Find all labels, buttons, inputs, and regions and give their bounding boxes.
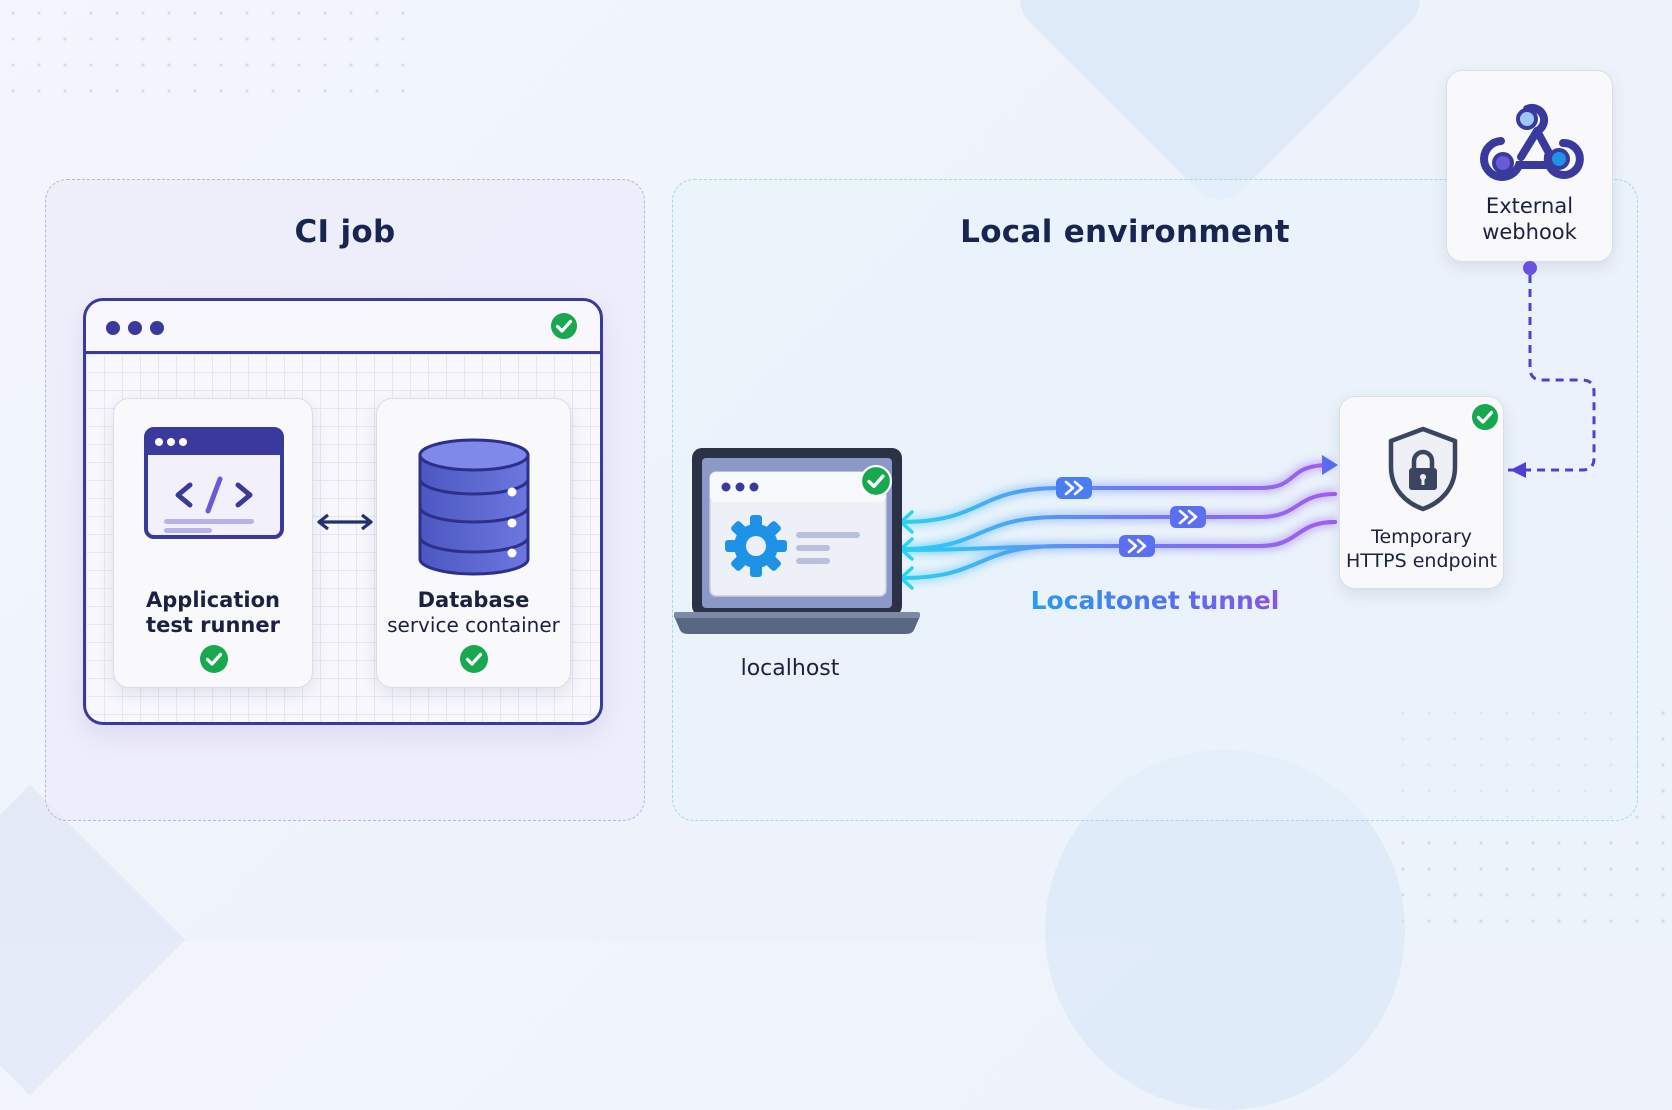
db-label-line1: Database (417, 588, 530, 612)
endpoint-label-line1: Temporary (1371, 526, 1472, 548)
database-icon (418, 438, 530, 576)
ci-window-titlebar (86, 301, 600, 354)
double-arrow-icon (317, 513, 373, 531)
webhook-connector (1508, 261, 1596, 478)
webhook-label-line2: webhook (1482, 220, 1577, 244)
check-circle-icon (549, 311, 579, 341)
window-dot (150, 321, 164, 335)
laptop-icon (674, 448, 920, 634)
webhook-label-line1: External (1485, 194, 1574, 218)
gear-icon (725, 515, 787, 577)
tunnel-label: Localtonet tunnel (1000, 586, 1310, 615)
app-test-runner-card: Application test runner (113, 398, 313, 688)
app-runner-label-line1: Application (146, 588, 280, 612)
check-circle-icon (460, 645, 488, 673)
shield-lock-icon (1388, 426, 1458, 512)
localhost-label: localhost (740, 656, 840, 681)
app-runner-label-line2: test runner (146, 613, 280, 637)
external-webhook-card: External webhook (1446, 70, 1613, 262)
tunnel-lines (899, 455, 1338, 590)
window-dot (106, 321, 120, 335)
background-dots (0, 0, 420, 110)
db-container-card: Database service container (376, 398, 571, 688)
local-environment-title: Local environment (960, 214, 1290, 250)
check-circle-icon (200, 645, 228, 673)
code-window-icon (144, 427, 284, 539)
chevron-badges (1056, 477, 1206, 557)
webhook-icon (1480, 103, 1584, 181)
check-circle-icon (860, 465, 892, 497)
db-label-line2: service container (387, 613, 560, 637)
window-dot (128, 321, 142, 335)
ci-job-title: CI job (294, 214, 396, 250)
check-circle-icon (1470, 402, 1500, 432)
endpoint-label-line2: HTTPS endpoint (1346, 550, 1497, 572)
